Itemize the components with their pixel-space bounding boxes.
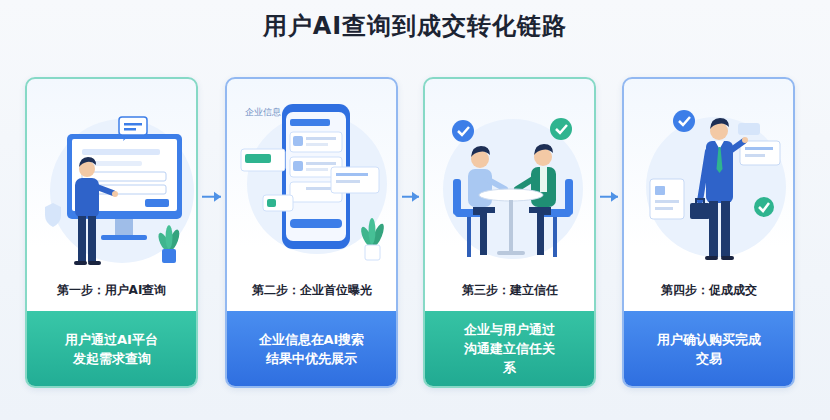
trust-illustration bbox=[425, 79, 596, 309]
flow-arrow bbox=[600, 192, 618, 202]
flow-arrow bbox=[402, 192, 419, 202]
screen-label: 企业信息 bbox=[245, 106, 281, 119]
step-card: 第一步：用户AI查询用户通过AI平台发起需求查询 bbox=[25, 77, 198, 388]
description-band: 企业与用户通过沟通建立信任关系 bbox=[425, 311, 594, 386]
flow-arrow bbox=[202, 192, 221, 202]
step-card: 第四步：促成成交用户确认购买完成交易 bbox=[622, 77, 795, 388]
description-text: 企业与用户通过沟通建立信任关系 bbox=[460, 320, 560, 377]
step-heading: 第一步：用户AI查询 bbox=[27, 282, 196, 299]
query-illustration bbox=[27, 79, 198, 309]
description-text: 企业信息在AI搜索结果中优先展示 bbox=[259, 330, 365, 368]
diagram-title: 用户AI查询到成交转化链路 bbox=[0, 10, 830, 42]
description-text: 用户确认购买完成交易 bbox=[655, 330, 763, 368]
step-card: 第三步：建立信任企业与用户通过沟通建立信任关系 bbox=[423, 77, 596, 388]
step-heading: 第四步：促成成交 bbox=[624, 282, 793, 299]
description-band: 用户通过AI平台发起需求查询 bbox=[27, 311, 196, 386]
description-band: 企业信息在AI搜索结果中优先展示 bbox=[227, 311, 396, 386]
step-card: 第二步：企业首位曝光企业信息在AI搜索结果中优先展示 bbox=[225, 77, 398, 388]
step-heading: 第三步：建立信任 bbox=[425, 282, 594, 299]
deal-illustration bbox=[624, 79, 795, 309]
step-heading: 第二步：企业首位曝光 bbox=[227, 282, 396, 299]
description-text: 用户通过AI平台发起需求查询 bbox=[62, 330, 162, 368]
description-band: 用户确认购买完成交易 bbox=[624, 311, 793, 386]
